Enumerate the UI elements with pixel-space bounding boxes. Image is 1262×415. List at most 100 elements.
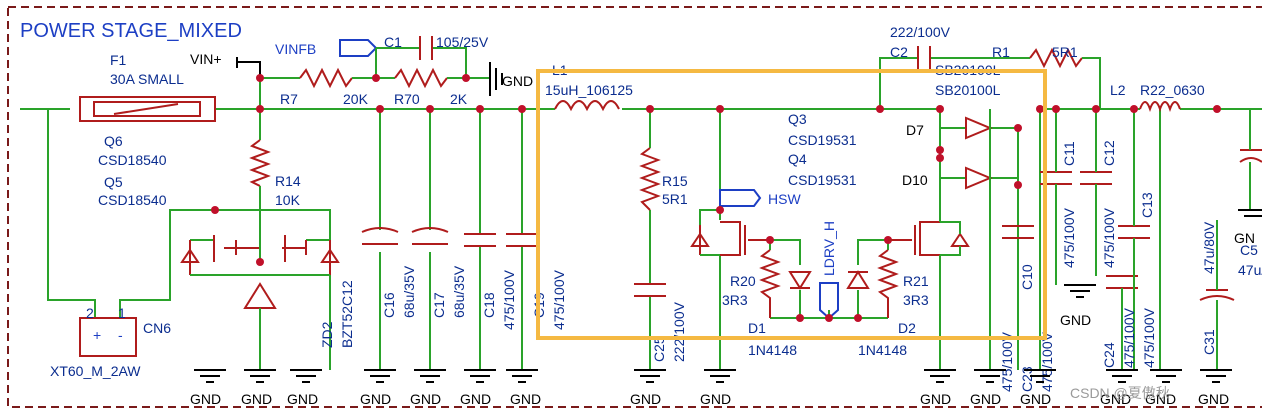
cn6-pin1: 1 [118, 305, 126, 321]
cn6-plus: + [93, 327, 101, 343]
c12-ref: C12 [1101, 140, 1117, 166]
f1-ref: F1 [110, 52, 127, 68]
gnd-label: GND [700, 391, 731, 407]
gnd-label: GND [241, 391, 272, 407]
d7-ref: D7 [906, 122, 924, 138]
r20-value: 3R3 [722, 292, 748, 308]
rail-junctions [211, 74, 1221, 266]
d2-value: 1N4148 [858, 342, 907, 358]
vinfb-label: VINFB [275, 41, 316, 57]
r21-value: 3R3 [903, 292, 929, 308]
zd2-value: BZT52C12 [339, 280, 355, 348]
r70-value: 2K [450, 91, 468, 107]
gate-drive-network [759, 239, 899, 319]
watermark: CSDN @夏傲秋 [1070, 385, 1170, 401]
q3-value: CSD19531 [788, 132, 857, 148]
r14-ref: R14 [275, 173, 301, 189]
cn6-minus: - [118, 327, 123, 343]
c25-ref: C25 [651, 336, 667, 362]
f1-value: 30A SMALL [110, 71, 184, 87]
gnd-label: GND [630, 391, 661, 407]
c25-value: 222/100V [671, 301, 687, 362]
q3-ref: Q3 [788, 111, 807, 127]
junction-d1 [796, 314, 804, 322]
gnd-label: GND [970, 391, 1001, 407]
inductor-l2 [1139, 101, 1181, 112]
mosfet-q3 [690, 209, 770, 256]
junction-d10 [936, 154, 944, 162]
c5x-ref: C5 [1240, 242, 1258, 258]
c18-ref: C18 [481, 292, 497, 318]
c13-value: 475/100V [1141, 307, 1157, 368]
resistor-r7 [299, 67, 353, 89]
gnd-label: GND [460, 391, 491, 407]
cn6-value: XT60_M_2AW [50, 363, 141, 379]
c31-value: 47u/80V [1201, 221, 1217, 274]
gnd-partial: GN [1234, 230, 1255, 246]
cn6-wire-1 [119, 209, 215, 318]
c13-ref: C13 [1139, 192, 1155, 218]
c2-ref: C2 [890, 44, 908, 60]
c16-value: 68u/35V [401, 265, 417, 318]
capacitor-c25 [634, 283, 666, 297]
gnd-label: GND [190, 391, 221, 407]
r14-value: 10K [275, 192, 301, 208]
sheet-title: POWER STAGE_MIXED [20, 20, 242, 42]
gnd-label: GND [410, 391, 441, 407]
q5-value: CSD18540 [98, 192, 167, 208]
vin-connector [236, 57, 261, 78]
l2-value: R22_0630 [1140, 82, 1205, 98]
r1-ref: R1 [992, 44, 1010, 60]
c5x-value: 47u/8 [1238, 262, 1262, 278]
junction-d2 [854, 314, 862, 322]
hsw-port [719, 189, 762, 207]
capacitor-c2 [917, 46, 931, 70]
junction-d7-k [1014, 124, 1022, 132]
gnd-symbol-top [489, 62, 503, 96]
d1-ref: D1 [748, 320, 766, 336]
zener-gate [243, 282, 277, 309]
c2-value: 222/100V [890, 24, 951, 40]
fuse-f1-element [113, 103, 179, 115]
c1-value: 105/25V [436, 34, 489, 50]
inductor-l1 [554, 100, 620, 112]
fuse-f1-inner [93, 101, 201, 117]
gnd-label: GND [510, 391, 541, 407]
r7-value: 20K [343, 91, 369, 107]
c19-value: 475/100V [551, 269, 567, 330]
ldrv-port [819, 282, 839, 320]
input-caps [329, 109, 538, 370]
c24-value: 475/100V [1121, 307, 1137, 368]
gnd-top-label: GND [502, 73, 533, 89]
resistor-r1 [1029, 47, 1083, 69]
gnd-label: GND [1060, 312, 1091, 328]
r20-ref: R20 [730, 273, 756, 289]
c23-ref: C23 [1019, 366, 1035, 392]
mosfet-pair-q5-q6 [180, 209, 340, 276]
junction-ldrv [825, 314, 833, 322]
gnd-label: GND [1198, 391, 1229, 407]
fuse-f1 [79, 96, 216, 122]
c18-value: 475/100V [501, 269, 517, 330]
junction-r20 [766, 236, 774, 244]
c10-value: 475/100V [999, 331, 1015, 392]
c1-ref: C1 [384, 34, 402, 50]
c11-ref: C11 [1061, 141, 1077, 166]
c31-ref: C31 [1201, 329, 1217, 355]
q4-ref: Q4 [788, 151, 807, 167]
cn6-pin2: 2 [86, 305, 94, 321]
c24-ref: C24 [1101, 342, 1117, 368]
highlight-box [536, 69, 1047, 340]
c11-value: 475/100V [1061, 207, 1077, 268]
cn6-ref: CN6 [143, 320, 171, 336]
gnd-label: GND [920, 391, 951, 407]
gnd-label: GND [1020, 391, 1051, 407]
gnd-labels: GND GND GND GND GND GND GND GND GND GND … [190, 312, 1229, 407]
r1-wire [1082, 57, 1101, 109]
r21-ref: R21 [903, 273, 929, 289]
q6-ref: Q6 [104, 133, 123, 149]
r1-value: 5R1 [1052, 44, 1078, 60]
gnd-label: GND [360, 391, 391, 407]
gnd-symbols [194, 209, 1262, 383]
sb-bottom-value: SB20100L [935, 82, 1001, 98]
